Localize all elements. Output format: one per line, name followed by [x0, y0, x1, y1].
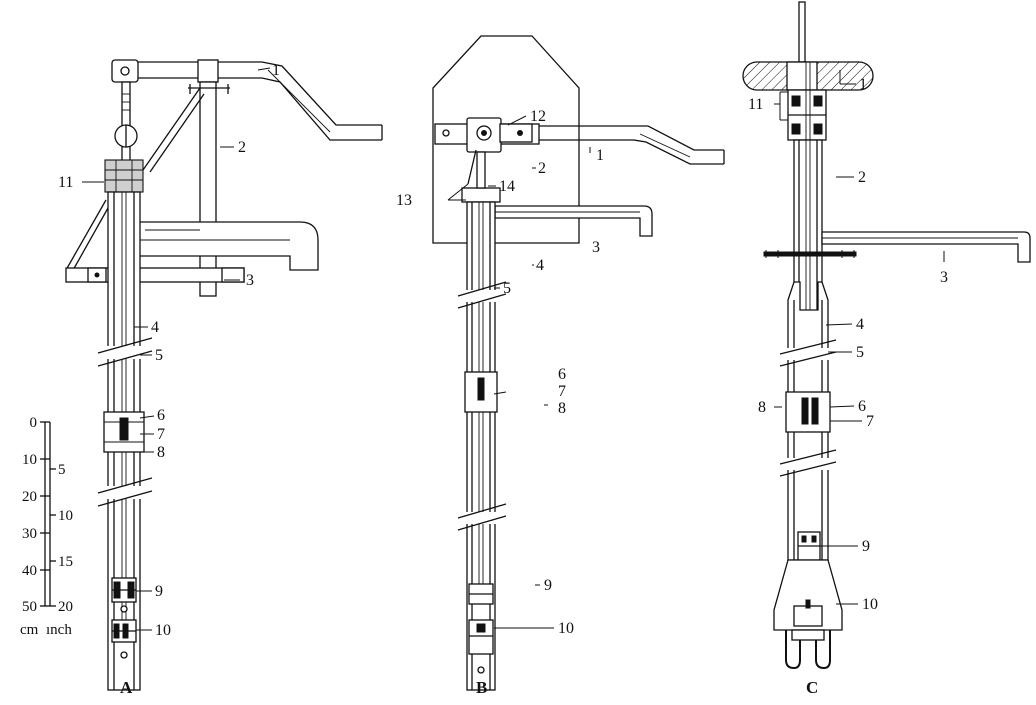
panel-c-callout-6: 6 — [858, 398, 866, 415]
panel-b-rising-main — [466, 201, 496, 691]
panel-a-callout-8: 8 — [157, 444, 165, 461]
panel-a-spout — [137, 221, 319, 271]
panel-b-callout-12: 12 — [530, 108, 546, 125]
panel-a-callout-5: 5 — [155, 347, 163, 364]
scale-bar — [40, 421, 56, 607]
panel-a-handle — [111, 59, 383, 141]
panel-a-callout-10: 10 — [155, 622, 171, 639]
panel-c-callout-3: 3 — [940, 269, 948, 286]
panel-b-handle — [539, 125, 725, 165]
panel-c-callout-5: 5 — [856, 344, 864, 361]
panel-c-callout-7: 7 — [866, 413, 874, 430]
panel-a-callout-7: 7 — [157, 426, 165, 443]
panel-b-leaders — [447, 115, 591, 629]
panel-c-callout-9: 9 — [862, 538, 870, 555]
panel-b-callout-1: 1 — [596, 147, 604, 164]
scale-cm-10: 10 — [22, 452, 37, 468]
panel-b-callout-3: 3 — [592, 239, 600, 256]
panel-c-callout-1: 1 — [859, 76, 867, 93]
panel-a-leaders — [82, 67, 271, 631]
scale-cm-unit: cm — [20, 622, 39, 638]
panel-a-callout-1: 1 — [272, 62, 280, 79]
panel-b-callout-4: 4 — [536, 257, 544, 274]
panel-a-callout-11: 11 — [58, 174, 73, 191]
panel-b-title: B — [476, 678, 487, 697]
panel-a-callout-2: 2 — [238, 139, 246, 156]
panel-b-callout-13: 13 — [396, 192, 412, 209]
panel-c-callout-4: 4 — [856, 316, 864, 333]
panel-b-enclosure — [432, 35, 580, 244]
panel-b-callout-6: 6 — [558, 366, 566, 383]
panel-c-leaders — [774, 70, 945, 605]
panel-a-title: A — [120, 678, 133, 697]
panel-b-callout-10: 10 — [558, 620, 574, 637]
panel-b-callout-8: 8 — [558, 400, 566, 417]
panel-b-callout-2: 2 — [538, 160, 546, 177]
scale-inch-10: 10 — [58, 508, 73, 524]
scale-cm-0: 0 — [30, 415, 38, 431]
panel-c-callout-10: 10 — [862, 596, 878, 613]
panel-c-callout-2: 2 — [858, 169, 866, 186]
panel-c-drawing — [742, 1, 1031, 670]
labels: 1 2 3 4 5 6 7 8 9 10 11 1 2 3 4 5 6 7 8 … — [20, 62, 948, 697]
panel-a-frame — [65, 81, 230, 297]
panel-c-flange — [763, 251, 857, 257]
panel-b-head — [461, 187, 501, 203]
panel-a-callout-3: 3 — [246, 272, 254, 289]
panel-a-drawing — [65, 59, 383, 691]
panel-a-callout-6: 6 — [157, 407, 165, 424]
panel-b-drawing — [432, 35, 725, 691]
panel-b-callout-7: 7 — [558, 383, 566, 400]
panel-b-callout-5: 5 — [503, 280, 511, 297]
scale-inch-20: 20 — [58, 599, 73, 615]
panel-a-callout-4: 4 — [151, 319, 159, 336]
scale-inch-5: 5 — [58, 462, 66, 478]
scale-cm-20: 20 — [22, 489, 37, 505]
scale-inch-unit: ınch — [46, 622, 72, 638]
panel-c-foot-valve — [773, 559, 843, 631]
panel-c-title: C — [806, 678, 818, 697]
panel-c-rod-top — [798, 1, 806, 63]
panel-b-callout-14: 14 — [499, 178, 515, 195]
scale-inch-15: 15 — [58, 554, 73, 570]
panel-b-spout — [494, 205, 653, 237]
panel-c-spout — [821, 231, 1031, 263]
scale-cm-40: 40 — [22, 563, 37, 579]
scale-cm-50: 50 — [22, 599, 37, 615]
panel-a-head — [104, 159, 144, 193]
panel-a-pump-rod-top — [121, 81, 131, 167]
panel-b-callout-9: 9 — [544, 577, 552, 594]
scale-cm-30: 30 — [22, 526, 37, 542]
panel-c-callout-8: 8 — [758, 399, 766, 416]
panel-a-callout-9: 9 — [155, 583, 163, 600]
panel-c-callout-11: 11 — [748, 96, 763, 113]
